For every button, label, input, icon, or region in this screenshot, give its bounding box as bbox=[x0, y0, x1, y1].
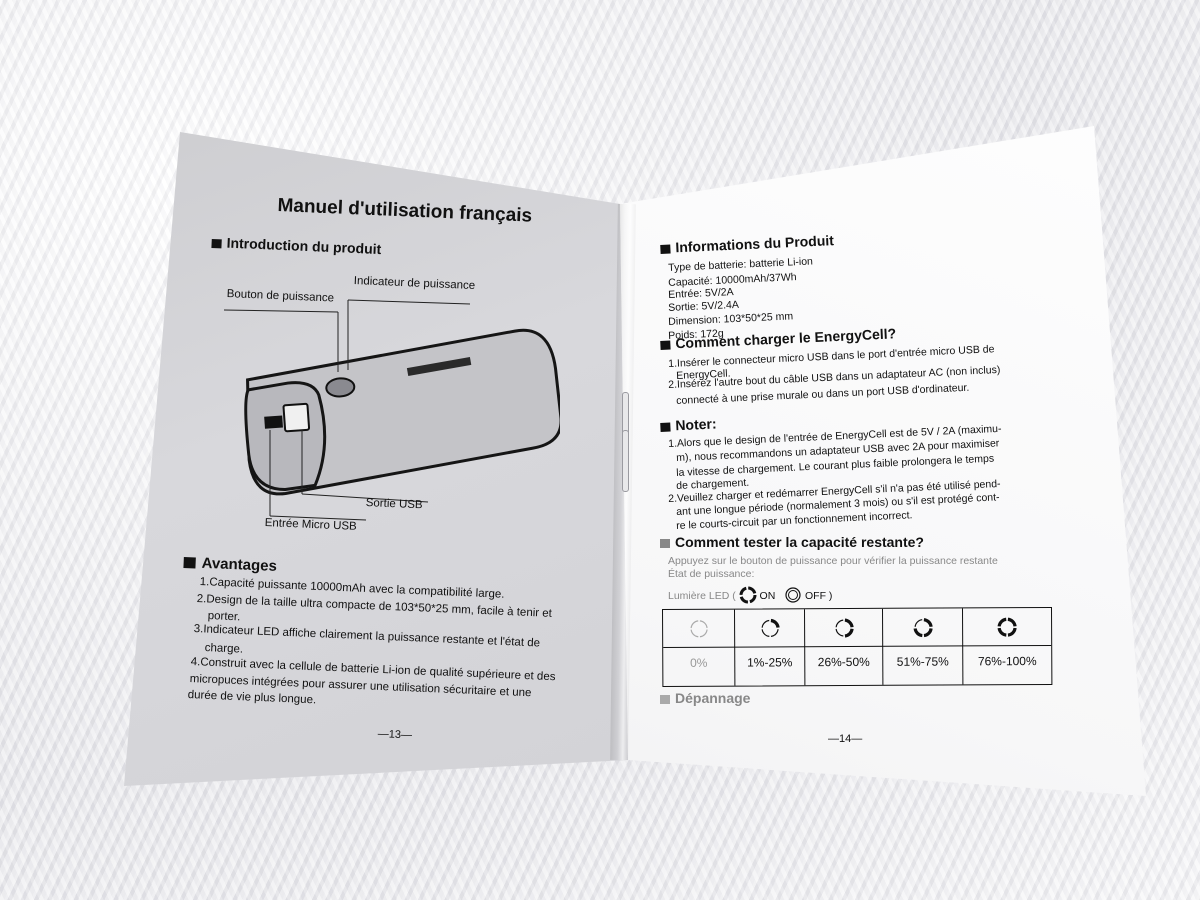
led-segment bbox=[770, 629, 779, 637]
led-segment bbox=[913, 628, 923, 638]
led-segment bbox=[770, 618, 780, 628]
powerbank-end-cap bbox=[244, 381, 327, 491]
led-segment bbox=[923, 618, 933, 628]
led-segment bbox=[699, 629, 708, 638]
capacity-label: 1%-25% bbox=[747, 655, 793, 670]
trouble-heading-text: Dépannage bbox=[675, 690, 751, 706]
led-segment bbox=[835, 628, 843, 637]
led-segment bbox=[699, 620, 708, 629]
led-ring-icon bbox=[913, 618, 933, 638]
capacity-cell: 0% bbox=[663, 609, 736, 686]
led-segment bbox=[761, 629, 769, 637]
capacity-table: 0% 1%-25% 26%-50% 51%-75% 76%-100% bbox=[662, 606, 1053, 687]
heading-bullet bbox=[660, 422, 671, 432]
capacity-label: 26%-50% bbox=[817, 654, 870, 670]
heading-bullet bbox=[211, 238, 222, 249]
advantage-line-3b: charge. bbox=[204, 642, 244, 656]
led-segment bbox=[690, 620, 698, 629]
heading-bullet bbox=[660, 539, 670, 548]
trouble-heading: Dépannage bbox=[660, 690, 750, 706]
capacity-label: 76%-100% bbox=[977, 654, 1037, 669]
capacity-cell: 76%-100% bbox=[963, 608, 1051, 684]
led-segment bbox=[914, 619, 922, 627]
test-line-2: État de puissance: bbox=[668, 568, 755, 580]
test-line-1: Appuyez sur le bouton de puissance pour … bbox=[668, 555, 998, 567]
note-heading: Noter: bbox=[660, 415, 717, 434]
page-number-right: —14— bbox=[828, 733, 863, 745]
heading-bullet bbox=[660, 340, 671, 350]
heading-bullet bbox=[660, 695, 670, 704]
led-segment bbox=[1007, 617, 1017, 627]
led-segment bbox=[844, 628, 854, 638]
capacity-label: 51%-75% bbox=[896, 654, 949, 669]
label-usb-output: Sortie USB bbox=[365, 497, 423, 512]
powerbank-diagram bbox=[223, 299, 560, 521]
note-heading-text: Noter: bbox=[674, 415, 717, 434]
led-ring-icon bbox=[690, 620, 708, 638]
legend-on: ON bbox=[759, 590, 776, 602]
heading-bullet bbox=[183, 556, 196, 569]
led-segment bbox=[690, 629, 698, 638]
led-legend: Lumière LED ( ON OFF ) bbox=[668, 586, 832, 604]
legend-off: OFF ) bbox=[804, 590, 833, 602]
led-segment bbox=[835, 619, 843, 628]
capacity-cells: 0% 1%-25% 26%-50% 51%-75% 76%-100% bbox=[663, 608, 1051, 686]
advantages-heading-text: Avantages bbox=[201, 554, 278, 575]
led-segment bbox=[761, 619, 769, 628]
test-heading-text: Comment tester la capacité restante? bbox=[675, 534, 924, 550]
powerbank-body bbox=[246, 328, 560, 496]
led-on-icon bbox=[739, 586, 757, 604]
led-off-icon bbox=[785, 587, 801, 603]
capacity-cell: 26%-50% bbox=[805, 608, 884, 686]
led-segment bbox=[1007, 627, 1017, 637]
led-segment bbox=[997, 617, 1007, 627]
micro-usb-port bbox=[264, 415, 283, 429]
legend-prefix: Lumière LED ( bbox=[668, 590, 736, 602]
led-segment bbox=[923, 628, 933, 638]
advantage-line-2b: porter. bbox=[207, 610, 241, 624]
powerbank-logo bbox=[406, 356, 472, 376]
led-segment bbox=[997, 627, 1007, 637]
capacity-cell: 1%-25% bbox=[735, 609, 806, 686]
led-ring-icon bbox=[997, 617, 1017, 637]
capacity-label: 0% bbox=[690, 655, 708, 670]
usb-output-port bbox=[282, 402, 311, 433]
heading-bullet bbox=[660, 244, 671, 254]
led-segment bbox=[844, 618, 854, 628]
capacity-cell: 51%-75% bbox=[883, 608, 964, 685]
led-ring-icon bbox=[761, 618, 780, 637]
staple-bottom bbox=[622, 430, 629, 492]
power-button-shape bbox=[325, 377, 356, 398]
led-ring-icon bbox=[835, 618, 854, 638]
page-number-left: —13— bbox=[377, 728, 413, 742]
test-heading: Comment tester la capacité restante? bbox=[660, 534, 924, 550]
